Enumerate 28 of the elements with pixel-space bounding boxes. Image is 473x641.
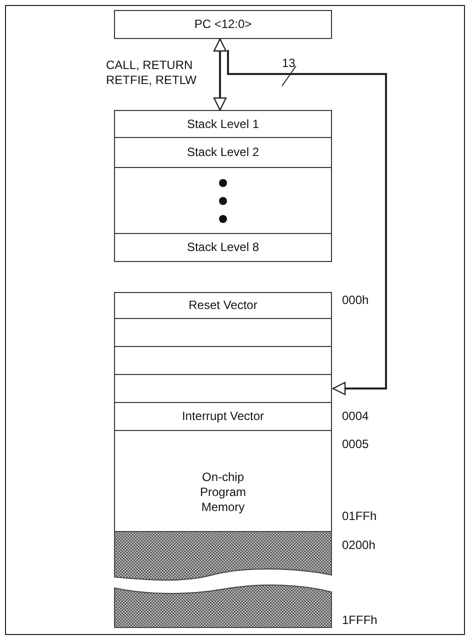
memory-row: [114, 374, 332, 403]
block-label: Stack Level 1: [186, 116, 260, 132]
address-label: 1FFFh: [342, 613, 378, 627]
block-label: Stack Level 8: [186, 240, 260, 255]
memory-row: [114, 292, 332, 319]
address-label: 000h: [342, 293, 369, 307]
memory-block: [114, 430, 332, 532]
register-box: [114, 10, 332, 39]
block-label: Reset Vector: [188, 298, 258, 313]
arrow: [213, 38, 227, 111]
unimplemented-memory-block: [114, 584, 332, 628]
block-label: On-chip Program Memory: [198, 468, 247, 514]
memory-row: [114, 346, 332, 375]
stack-level-row: [114, 233, 332, 262]
address-label: 01FFh: [342, 509, 377, 523]
block-label: Interrupt Vector: [182, 409, 264, 424]
unimplemented-memory-block: [114, 531, 332, 581]
address-label: 0200h: [342, 538, 376, 552]
block-label: PC <12:0>: [194, 17, 252, 32]
address-label: 0005: [342, 437, 369, 451]
arrow: [227, 50, 387, 396]
stack-level-row: [114, 137, 332, 168]
block-label: Stack Level 2: [186, 145, 260, 160]
memory-row: [114, 318, 332, 347]
memory-row: [114, 402, 332, 431]
stack-level-row: [114, 110, 332, 138]
address-label: 0004: [342, 409, 369, 423]
stack-level-row: [114, 167, 332, 234]
